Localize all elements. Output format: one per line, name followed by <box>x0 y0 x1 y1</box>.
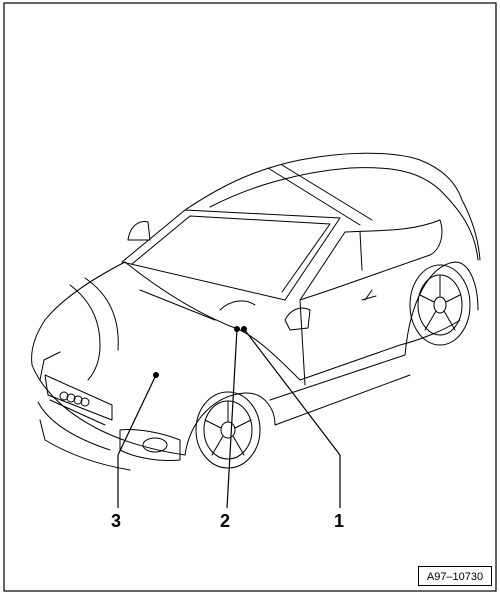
callout-number-3: 3 <box>111 511 122 531</box>
callout-number-2: 2 <box>220 511 231 531</box>
figure-reference-label: A97–10730 <box>418 566 492 586</box>
leader-line-1 <box>243 328 341 456</box>
leader-line-3 <box>117 374 157 456</box>
callout-number-1: 1 <box>334 511 345 531</box>
leader-line-2 <box>226 328 238 509</box>
diagram-border <box>3 2 497 592</box>
car-illustration <box>31 152 481 471</box>
